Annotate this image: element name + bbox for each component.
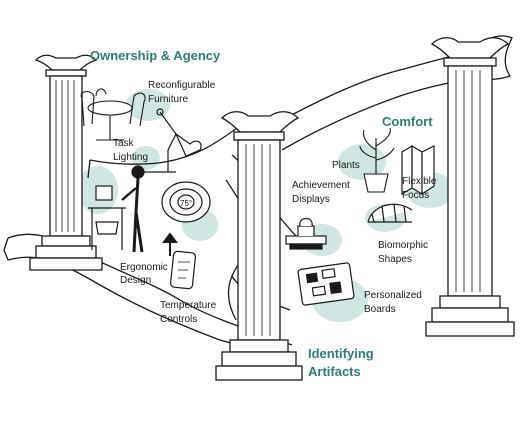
heading-identifying-line1: Identifying (308, 346, 374, 361)
label-reconfigurable-line2: Furniture (148, 94, 189, 105)
heading-ownership-agency: Ownership & Agency (90, 48, 221, 63)
label-reconfigurable-line1: Reconfigurable (148, 80, 216, 91)
standing-desk-icon (88, 165, 145, 253)
column-icon-left (29, 54, 103, 271)
label-flexible-line2: Focus (402, 190, 430, 201)
arrow-up-icon (162, 232, 178, 256)
label-ergonomic-line1: Ergonomic (120, 262, 168, 273)
label-temperature-line1: Temperature (160, 300, 217, 311)
column-icon-right (425, 37, 515, 337)
blob-furniture (126, 89, 170, 121)
label-flexible-line1: Flexible (402, 176, 437, 187)
thermostat-value: 75° (180, 199, 192, 208)
desk-lamp-icon (140, 108, 202, 173)
label-task-line1: Task (113, 138, 134, 149)
thermostat-icon (161, 181, 211, 223)
folding-screen-icon (401, 144, 435, 196)
trophy-icon (285, 217, 327, 250)
label-ergonomic-line2: Design (120, 275, 152, 286)
column-icon-center (215, 111, 303, 381)
chair-table-icon (80, 88, 146, 141)
label-achievement-line2: Displays (292, 194, 330, 205)
pinboard-icon (297, 262, 355, 306)
label-biomorphic-line2: Shapes (378, 254, 412, 265)
label-task-line2: Lighting (113, 152, 149, 163)
heading-comfort: Comfort (382, 114, 433, 129)
blob-plants (338, 144, 386, 180)
label-plants: Plants (332, 160, 360, 171)
label-personalized-line1: Personalized (364, 290, 422, 301)
phone-control-icon (169, 250, 197, 290)
heading-identifying-line2: Artifacts (308, 364, 361, 379)
label-biomorphic-line1: Biomorphic (378, 240, 429, 251)
label-personalized-line2: Boards (364, 304, 396, 315)
label-temperature-line2: Controls (160, 314, 198, 325)
curved-bench-icon (367, 203, 413, 223)
plant-icon (359, 127, 395, 193)
label-achievement-line1: Achievement (292, 180, 350, 191)
